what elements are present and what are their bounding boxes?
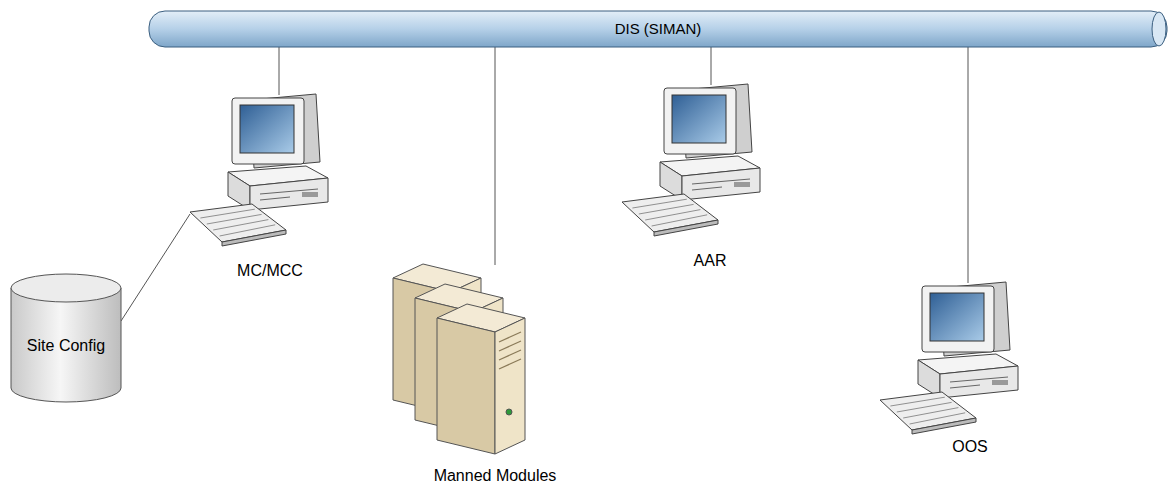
- node-label: Manned Modules: [434, 467, 557, 485]
- computer-icon: MC/MCC: [190, 92, 330, 282]
- icon-art: [622, 82, 762, 272]
- network-link: [495, 47, 496, 265]
- icon-art: [880, 280, 1020, 460]
- node-label: MC/MCC: [237, 262, 303, 280]
- computer-icon: AAR: [622, 82, 762, 272]
- network-bus: DIS (SIMAN): [148, 10, 1168, 48]
- computer-icon: OOS: [880, 280, 1020, 460]
- node-label: DIS (SIMAN): [615, 21, 702, 38]
- network-link: [121, 214, 190, 321]
- icon-art: [190, 92, 330, 282]
- database-cylinder: Site Config: [10, 273, 122, 403]
- icon-art: [385, 262, 550, 485]
- node-label: Site Config: [27, 337, 105, 355]
- node-label: OOS: [952, 438, 988, 456]
- network-link: [279, 47, 280, 95]
- server-stack: Manned Modules: [385, 262, 550, 485]
- network-link: [968, 47, 969, 283]
- network-link: [711, 47, 712, 85]
- node-label: AAR: [694, 252, 727, 270]
